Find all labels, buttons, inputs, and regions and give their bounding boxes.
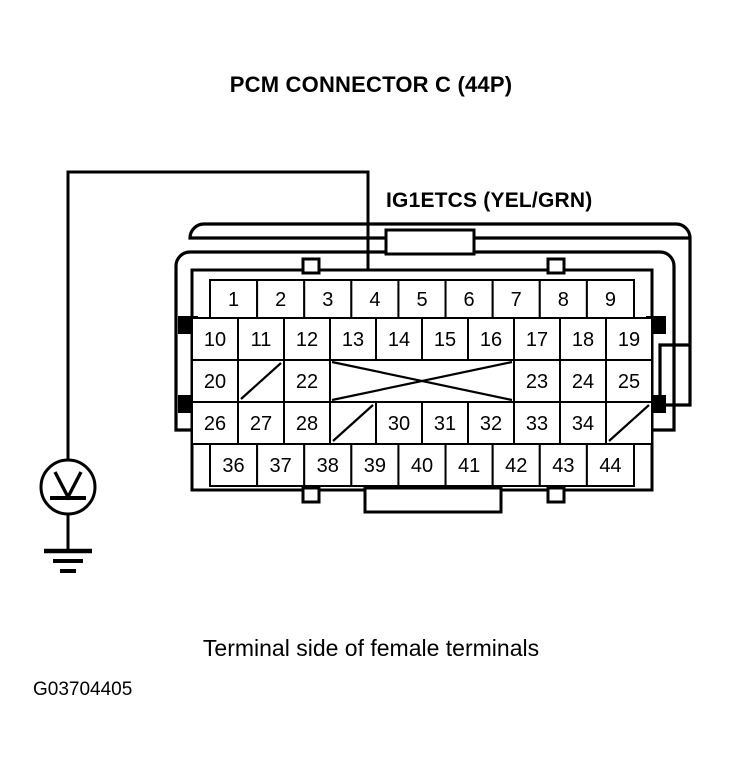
- pin-number-label: 20: [204, 371, 226, 393]
- pin-number-label: 28: [296, 413, 318, 435]
- empty-slot-cross: [331, 360, 513, 402]
- pin-cell: [421, 401, 469, 445]
- pin-number-label: 1: [228, 289, 239, 311]
- pin-cell: [585, 443, 636, 487]
- pin-cell: [350, 279, 400, 319]
- figure-caption: Terminal side of female terminals: [202, 635, 540, 661]
- pin-cell: [329, 317, 377, 361]
- pin-number-label: 10: [204, 329, 226, 351]
- pin-number-label: 5: [416, 289, 427, 311]
- empty-slot-slash: [332, 404, 374, 442]
- pin-number-label: 38: [317, 455, 339, 477]
- pin-number-label: 7: [511, 289, 522, 311]
- pin-cell: [303, 279, 353, 319]
- wire-label: IG1ETCS (YEL/GRN): [386, 189, 593, 212]
- pin-cell: [350, 443, 400, 487]
- pin-number-label: 15: [434, 329, 456, 351]
- figure-id: G03704405: [33, 679, 133, 700]
- pin-number-label: 25: [618, 371, 640, 393]
- pin-number-label: 3: [322, 289, 333, 311]
- pin-number-label: 26: [204, 413, 226, 435]
- pin-number-label: 9: [605, 289, 616, 311]
- ground-symbol-icon: [44, 514, 92, 573]
- pin-number-label: 34: [572, 413, 594, 435]
- pin-number-label: 39: [364, 455, 386, 477]
- pin-cell: [375, 317, 423, 361]
- pin-cell: [538, 279, 588, 319]
- page-title: PCM CONNECTOR C (44P): [229, 72, 513, 97]
- pin-number-label: 22: [296, 371, 318, 393]
- pin-number-label: 16: [480, 329, 502, 351]
- pin-number-label: 13: [342, 329, 364, 351]
- empty-slot-slash: [608, 404, 650, 442]
- pin-number-label: 30: [388, 413, 410, 435]
- connector-mid-shell: [174, 250, 676, 432]
- pin-number-label: 6: [464, 289, 475, 311]
- test-lead-wire: [66, 170, 370, 463]
- pin-number-label: 43: [552, 455, 574, 477]
- pin-cell: [491, 443, 541, 487]
- pin-number-label: 12: [296, 329, 318, 351]
- top-keying-tab: [301, 228, 566, 275]
- pin-number-label: 42: [505, 455, 527, 477]
- pin-number-label: 37: [270, 455, 292, 477]
- pin-number-label: 17: [526, 329, 548, 351]
- pin-number-label: 31: [434, 413, 456, 435]
- pin-cell: [303, 443, 353, 487]
- empty-slot-slash: [240, 362, 282, 400]
- pin-number-label: 4: [369, 289, 380, 311]
- pin-number-label: 23: [526, 371, 548, 393]
- pin-number-label: 36: [222, 455, 244, 477]
- pin-number-label: 18: [572, 329, 594, 351]
- pin-cell: [513, 359, 561, 403]
- pin-number-label: 11: [251, 329, 272, 351]
- pin-number-label: 14: [388, 329, 410, 351]
- pin-cell: [513, 401, 561, 445]
- pin-number-label: 32: [480, 413, 502, 435]
- pin-number-label: 19: [618, 329, 640, 351]
- pin-cell: [538, 443, 588, 487]
- pin-cell: [209, 443, 259, 487]
- pin-cell: [513, 317, 561, 361]
- pin-cell: [191, 359, 239, 403]
- pin-cell: [444, 443, 494, 487]
- pin-cell: [283, 359, 331, 403]
- pin-cell: [605, 359, 653, 403]
- pin-number-label: 27: [250, 413, 272, 435]
- pin-number-label: 41: [458, 455, 480, 477]
- pin-number-label: 33: [526, 413, 548, 435]
- pin-number-label: 40: [411, 455, 433, 477]
- pin-number-label: 24: [572, 371, 594, 393]
- pin-cell: [397, 443, 447, 487]
- bottom-keying-tab: [301, 486, 566, 514]
- voltmeter-icon: [39, 458, 97, 516]
- pin-cell: [256, 279, 306, 319]
- pin-number-label: 2: [275, 289, 286, 311]
- pin-cell: [491, 279, 541, 319]
- pin-number-label: 44: [599, 455, 621, 477]
- pin-number-label: 8: [558, 289, 569, 311]
- pin-cell: [559, 317, 607, 361]
